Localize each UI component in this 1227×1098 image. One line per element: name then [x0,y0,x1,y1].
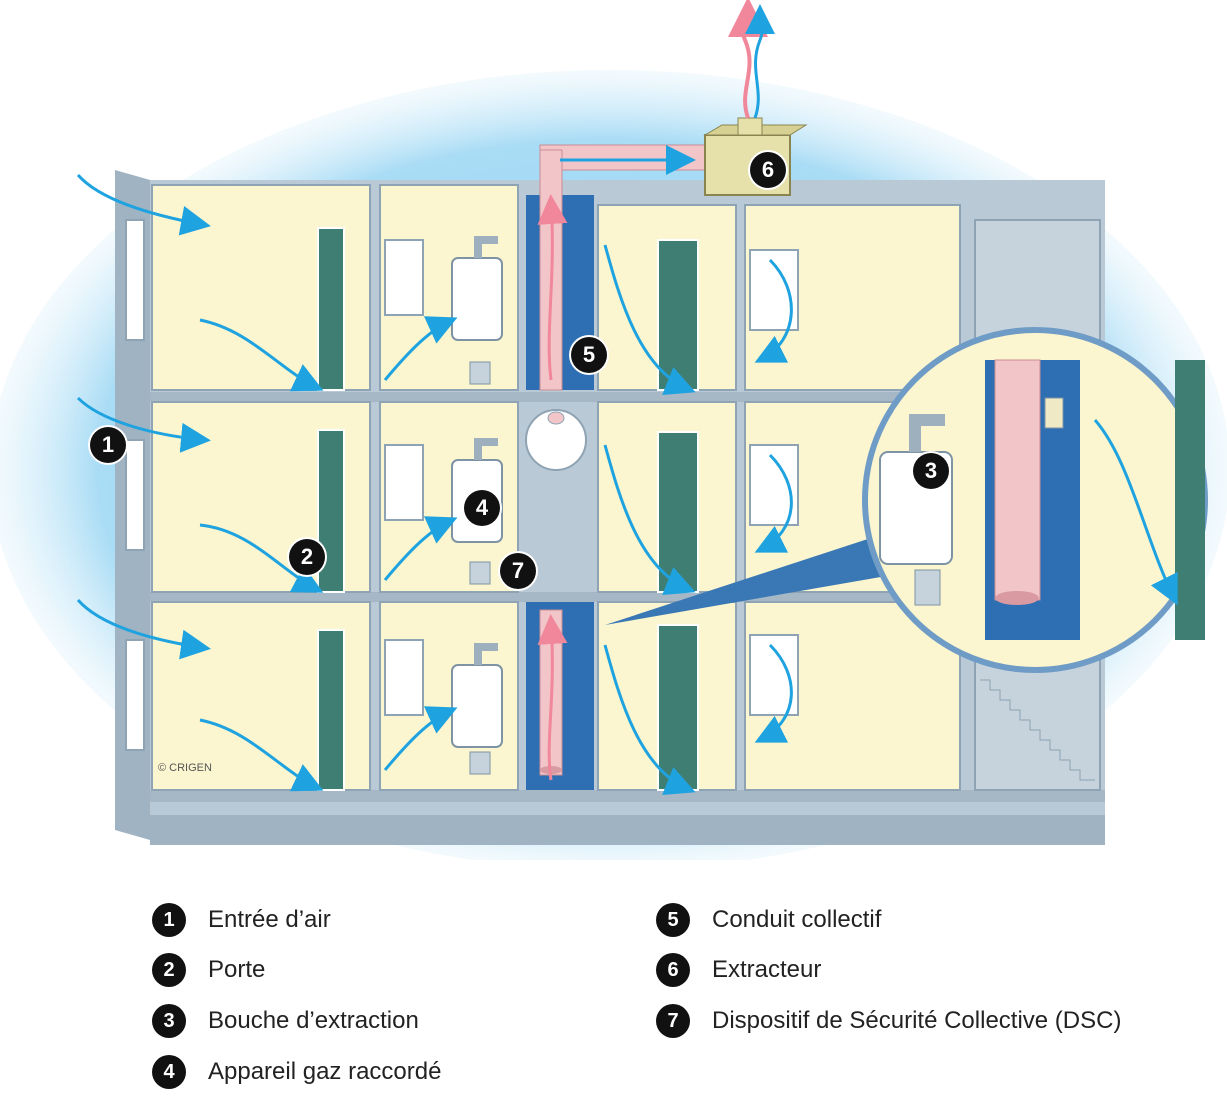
building-ventilation-illustration [0,0,1227,860]
marker-6: 6 [750,152,786,188]
legend-label-1: Entrée d’air [208,906,331,933]
marker-7: 7 [500,553,536,589]
zoom-callout [605,327,1208,673]
grilles [469,361,491,775]
legend-item-1: 1 Entrée d’air [152,900,331,940]
legend-number-1: 1 [152,903,186,937]
legend-number-2: 2 [152,953,186,987]
marker-6-number: 6 [761,157,775,182]
copyright-label: © CRIGEN [158,762,212,774]
marker-2: 2 [289,539,325,575]
legend-label-5: Conduit collectif [712,906,882,933]
stairs [980,679,1095,781]
marker-4-number: 4 [475,495,489,520]
legend-label-6: Extracteur [712,956,822,983]
legend-number-7: 7 [656,1004,690,1038]
legend-label-3: Bouche d’extraction [208,1007,419,1034]
legend-label-4: Appareil gaz raccordé [208,1058,442,1085]
legend-item-2: 2 Porte [152,950,265,990]
marker-5-number: 5 [582,342,596,367]
legend-item-4: 4 Appareil gaz raccordé [152,1052,441,1092]
legend: 1 Entrée d’air 2 Porte 3 Bouche d’extrac… [0,890,1227,1090]
exhaust-flows [537,194,568,781]
marker-7-number: 7 [511,558,525,583]
marker-3-number: 3 [924,458,938,483]
marker-5: 5 [571,337,607,373]
legend-label-7: Dispositif de Sécurité Collective (DSC) [712,1007,1122,1034]
legend-number-3: 3 [152,1004,186,1038]
doors [317,227,699,791]
legend-number-5: 5 [656,903,690,937]
flue-pipes [474,236,498,665]
marker-1-number: 1 [101,432,115,457]
marker-4: 4 [464,490,500,526]
legend-item-7: 7 Dispositif de Sécurité Collective (DSC… [656,1001,1121,1041]
marker-1: 1 [90,427,126,463]
facade-windows [125,219,145,751]
marker-2-number: 2 [300,544,314,569]
legend-item-3: 3 Bouche d’extraction [152,1001,419,1041]
marker-3: 3 [913,453,949,489]
legend-label-2: Porte [208,956,266,983]
legend-number-6: 6 [656,953,690,987]
copyright-text: CRIGEN [169,762,212,774]
legend-item-5: 5 Conduit collectif [656,900,881,940]
legend-number-4: 4 [152,1055,186,1089]
legend-item-6: 6 Extracteur [656,950,821,990]
airflow-arrows [76,145,793,795]
